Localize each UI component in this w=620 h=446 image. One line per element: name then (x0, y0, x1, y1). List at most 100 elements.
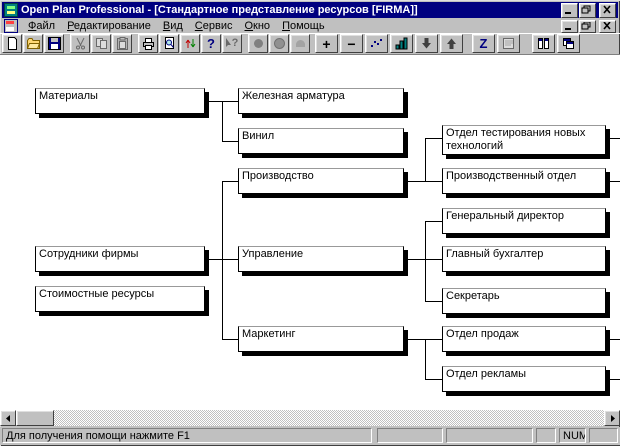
restore-icon (581, 5, 591, 13)
connector-line (222, 339, 239, 340)
connector-line (205, 259, 223, 260)
tree-node-sales-dept[interactable]: Отдел продаж (442, 326, 606, 352)
print-preview-button[interactable] (159, 34, 179, 53)
connector-line (222, 141, 239, 142)
status-panel (377, 428, 443, 443)
connector-line (425, 339, 426, 380)
tree-node-cost-resources[interactable]: Стоимостные ресурсы (35, 286, 205, 312)
plus-icon: + (322, 35, 331, 52)
arrow-down-icon (422, 38, 431, 49)
tree-node-production[interactable]: Производство (238, 168, 404, 194)
notes-button[interactable] (497, 34, 520, 53)
status-message: Для получения помощи нажмите F1 (2, 428, 372, 443)
cascade-windows-button[interactable] (557, 34, 580, 53)
resource-view-2-button[interactable] (269, 34, 289, 53)
notes-page-icon (503, 38, 514, 49)
tree-node-production-dept[interactable]: Производственный отдел (442, 168, 606, 194)
mdi-minimize-button[interactable] (561, 19, 578, 33)
minimize-icon (565, 27, 571, 30)
connector-line (222, 259, 239, 260)
print-button[interactable] (138, 34, 158, 53)
open-button[interactable] (23, 34, 43, 53)
menu-file[interactable]: Файл (28, 20, 56, 32)
resource-view-3-button[interactable] (290, 34, 310, 53)
scroll-left-button[interactable] (0, 410, 16, 426)
window-title: Open Plan Professional - [Стандартное пр… (21, 4, 418, 16)
num-lock-indicator: NUM (559, 428, 586, 443)
minimize-button[interactable] (561, 2, 578, 18)
paste-button[interactable] (112, 34, 132, 53)
zoom-in-button[interactable]: + (315, 34, 338, 53)
move-down-button[interactable] (415, 34, 438, 53)
menu-edit[interactable]: Редактирование (67, 20, 151, 32)
help-button[interactable]: ? (201, 34, 221, 53)
mdi-close-button[interactable] (599, 19, 616, 33)
resource-arch-icon (295, 40, 305, 47)
minimize-icon (565, 11, 571, 14)
zoom-out-button[interactable]: − (340, 34, 363, 53)
status-panel (589, 428, 618, 443)
tree-node-ads-dept[interactable]: Отдел рекламы (442, 366, 606, 392)
step-chart-icon (395, 37, 408, 50)
restore-icon (581, 21, 591, 29)
tree-node-secretary[interactable]: Секретарь (442, 288, 606, 314)
help-icon: ? (207, 36, 215, 51)
connector-line (222, 181, 223, 340)
horizontal-scrollbar[interactable] (0, 410, 620, 426)
context-help-arrow-icon (225, 38, 231, 47)
print-preview-icon (164, 37, 174, 49)
menu-bar: Файл Редактирование Вид Сервис Окно Помо… (2, 19, 618, 33)
tree-node-employees[interactable]: Сотрудники фирмы (35, 246, 205, 272)
connector-line (404, 339, 443, 340)
menu-tools[interactable]: Сервис (194, 20, 233, 32)
connector-stub (610, 181, 620, 182)
status-panel (536, 428, 556, 443)
scrollbar-thumb[interactable] (16, 410, 54, 426)
histogram-view-button[interactable] (390, 34, 413, 53)
connector-line (404, 259, 426, 260)
tree-node-chief-accountant[interactable]: Главный бухгалтер (442, 246, 606, 272)
copy-icon (95, 38, 107, 49)
close-icon (603, 21, 611, 30)
resource-circle-icon (253, 39, 263, 48)
tree-node-general-director[interactable]: Генеральный директор (442, 208, 606, 234)
menu-window[interactable]: Окно (244, 20, 271, 32)
menu-help[interactable]: Помощь (282, 20, 325, 32)
minus-icon: − (347, 35, 356, 52)
paste-clipboard-icon (116, 37, 128, 50)
status-bar: Для получения помощи нажмите F1 NUM (0, 427, 620, 445)
close-button[interactable] (599, 2, 616, 18)
scroll-right-button[interactable] (604, 410, 620, 426)
connector-stub (610, 138, 620, 139)
tree-node-testing-dept[interactable]: Отдел тестирования новых технологий (442, 125, 606, 155)
resource-tree-canvas: Материалы Сотрудники фирмы Стоимостные р… (0, 55, 620, 410)
restore-button[interactable] (579, 2, 596, 18)
move-up-button[interactable] (440, 34, 463, 53)
app-icon[interactable] (4, 3, 18, 17)
tree-node-iron-fittings[interactable]: Железная арматура (238, 88, 404, 114)
scatter-view-button[interactable] (365, 34, 388, 53)
menu-view[interactable]: Вид (162, 20, 183, 32)
copy-button[interactable] (91, 34, 111, 53)
save-button[interactable] (44, 34, 64, 53)
context-help-button[interactable]: ? (222, 34, 242, 53)
cut-button[interactable] (70, 34, 90, 53)
connector-line (425, 138, 443, 139)
exchange-button[interactable] (180, 34, 200, 53)
tree-node-marketing[interactable]: Маркетинг (238, 326, 404, 352)
tree-node-vinyl[interactable]: Винил (238, 128, 404, 154)
printer-icon (142, 38, 154, 50)
tree-node-materials[interactable]: Материалы (35, 88, 205, 114)
new-file-icon (7, 37, 17, 50)
connector-line (425, 221, 443, 222)
document-icon[interactable] (4, 19, 18, 33)
sort-button[interactable]: Z (472, 34, 495, 53)
tree-node-management[interactable]: Управление (238, 246, 404, 272)
resource-view-1-button[interactable] (248, 34, 268, 53)
mdi-restore-button[interactable] (579, 19, 596, 33)
cascade-windows-icon (563, 38, 574, 49)
new-button[interactable] (2, 34, 22, 53)
left-arrow-icon (5, 414, 10, 422)
tile-windows-button[interactable] (532, 34, 555, 53)
